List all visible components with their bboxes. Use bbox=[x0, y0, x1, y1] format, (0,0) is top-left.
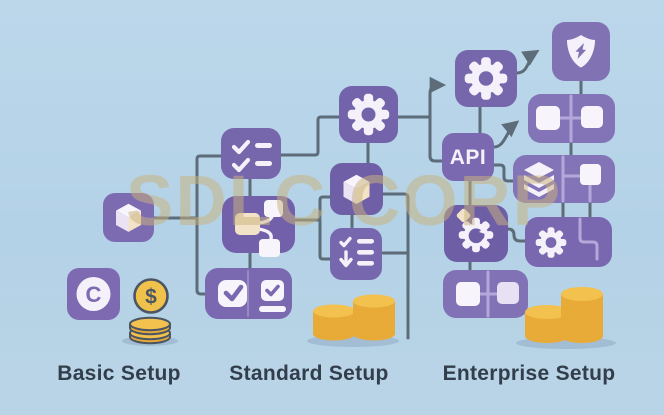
coin-stack-enterprise-left bbox=[525, 305, 569, 343]
api-label: API bbox=[450, 146, 487, 169]
connector-flowchart-to-cube2 bbox=[293, 195, 332, 222]
gear3-inner-line bbox=[578, 217, 599, 261]
tile-inner-lines bbox=[247, 94, 599, 318]
coin-stack-standard-right bbox=[353, 294, 395, 341]
currency-letter: C bbox=[86, 282, 102, 307]
connector-arrow-gear2-to-shield bbox=[515, 49, 540, 75]
checkbox-report-icon bbox=[259, 280, 286, 312]
linked-squares-icon bbox=[536, 106, 603, 130]
shield-check-icon bbox=[567, 35, 595, 68]
gear-icon bbox=[464, 57, 508, 100]
icons: API bbox=[76, 35, 603, 314]
checklist-tile bbox=[221, 128, 281, 179]
connector-arrow-api-to-squares1 bbox=[492, 120, 520, 149]
connector-junction-to-sortlist bbox=[318, 218, 332, 261]
gear-icon bbox=[535, 227, 567, 258]
api-tile bbox=[442, 133, 494, 181]
connector-checklist-to-gear bbox=[279, 115, 341, 157]
coin-stack-standard-left bbox=[313, 304, 355, 341]
coin-stacks bbox=[122, 287, 616, 349]
checklist-icon bbox=[231, 139, 272, 173]
sorted-list-tile bbox=[330, 228, 382, 280]
connector-lines bbox=[152, 49, 592, 340]
connector-checklist-to-checkpair bbox=[195, 154, 223, 296]
dollar-coin-icon: $ bbox=[133, 278, 169, 314]
dollar-symbol: $ bbox=[145, 286, 157, 309]
connector-api-to-layers bbox=[492, 163, 515, 183]
squares1-inner-line bbox=[558, 94, 583, 143]
connector-arrow-to-gear2 bbox=[428, 76, 447, 119]
flowchart-branch-icon bbox=[235, 200, 283, 257]
squares2-inner-line bbox=[477, 270, 499, 318]
connector-cube2-down-long bbox=[381, 192, 410, 340]
basic-setup-label: Basic Setup bbox=[57, 362, 181, 385]
currency-coin-icon: C bbox=[76, 277, 111, 311]
gear-icon bbox=[347, 93, 390, 136]
sync-gear-icon bbox=[456, 208, 494, 253]
linked-squares-icon bbox=[456, 282, 519, 306]
coin-stack-basic bbox=[129, 316, 171, 345]
connector-sync-to-gear3 bbox=[506, 227, 527, 243]
standard-setup-label: Standard Setup bbox=[229, 362, 389, 385]
coin-stack-enterprise-right bbox=[561, 287, 603, 343]
gear-tile-3 bbox=[525, 217, 612, 267]
sorted-list-icon bbox=[339, 236, 374, 268]
layers-icon bbox=[524, 162, 601, 197]
enterprise-setup-label: Enterprise Setup bbox=[442, 362, 616, 385]
connector-elbow-to-api bbox=[428, 115, 444, 163]
checkbox-icon bbox=[218, 280, 247, 307]
layers-inner-line bbox=[561, 155, 592, 203]
